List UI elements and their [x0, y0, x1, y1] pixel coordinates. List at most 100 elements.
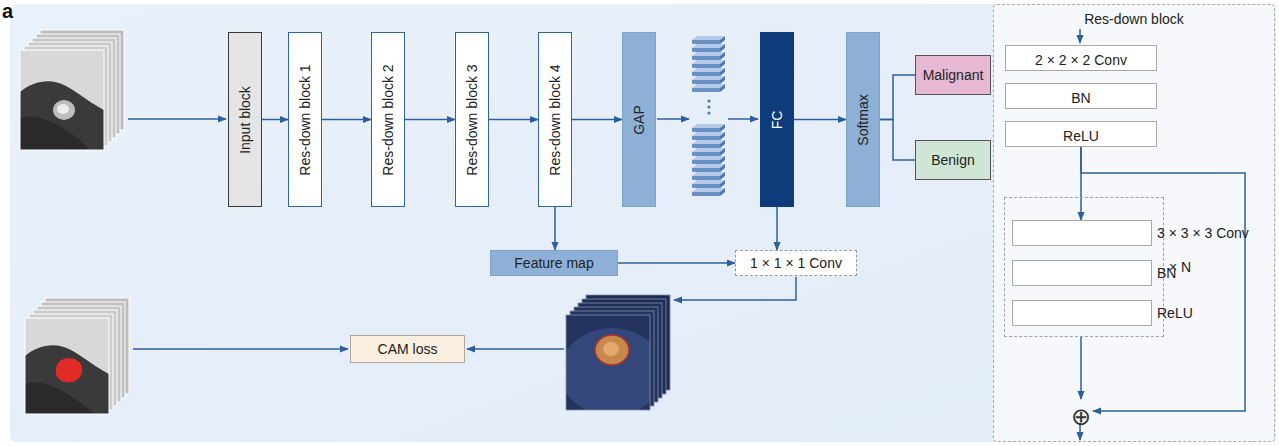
feature-vector-stack [692, 44, 725, 52]
node-label: Input block [237, 86, 253, 154]
title-arrow [1079, 29, 1081, 43]
feature-vector-stack [707, 111, 710, 114]
feature-vector-stack [707, 99, 710, 102]
node-label: Res-down block [994, 11, 1274, 27]
feature-vector-stack [692, 52, 725, 60]
loss-box: CAM loss [350, 335, 465, 363]
res-down-block: Res-down block 1 [288, 32, 322, 207]
feature-vector-stack [692, 76, 725, 84]
feature-vector-stack [692, 164, 725, 172]
node-label: ReLU [1006, 128, 1156, 144]
node-label: ⊕ [1069, 405, 1093, 429]
node-label: Softmax [855, 94, 871, 145]
layer-box: BN [1005, 83, 1157, 109]
softmax-layer: Softmax [846, 32, 880, 207]
feature-vector-stack [692, 148, 725, 156]
connector-arrow [572, 119, 622, 121]
feature-vector-stack [692, 188, 725, 196]
feature-vector-stack [692, 68, 725, 76]
mask-arrow [133, 348, 348, 350]
ct-input-stack [20, 50, 104, 150]
detail-panel: Res-down block2 × 2 × 2 ConvBNReLU× N3 ×… [993, 4, 1275, 442]
connector-arrow [794, 119, 846, 121]
conv-box: 1 × 1 × 1 Conv [735, 250, 857, 276]
connector-arrow [880, 75, 915, 120]
res-down-block: Res-down block 4 [538, 32, 572, 207]
node-label: GAP [631, 105, 647, 135]
feature-vector-stack [707, 105, 710, 108]
node-label: Res-down block 2 [380, 64, 396, 175]
gap-arrow [657, 118, 689, 120]
cam-map-stack [595, 335, 629, 365]
mask-stack [25, 318, 109, 414]
connector-arrow [1080, 337, 1082, 399]
feature-vector-stack [692, 36, 725, 196]
cam-arrow [674, 277, 796, 300]
panel-letter: a [2, 0, 13, 23]
node-label: Malignant [923, 67, 984, 83]
class-box: Malignant [915, 55, 991, 95]
connector-arrow [618, 262, 735, 264]
connector-arrow [322, 119, 371, 121]
ct-input-stack [20, 50, 104, 150]
ct-input-stack [57, 104, 69, 114]
cam-map-stack [603, 342, 619, 356]
input-arrow [128, 118, 226, 120]
cam-to-loss-arrow [467, 348, 564, 350]
connector-arrow [776, 207, 778, 250]
layer-box: 2 × 2 × 2 Conv [1005, 45, 1157, 71]
feature-vector-stack [692, 132, 725, 140]
background-panel [10, 4, 1276, 442]
node-label: Res-down block 4 [547, 64, 563, 175]
ct-input-stack [20, 50, 104, 150]
feature-vector-stack [692, 60, 725, 68]
mask-stack [25, 318, 109, 414]
pooling-layer: GAP [622, 32, 656, 207]
detail-panel-ground [993, 4, 1275, 442]
ct-input-stack [53, 100, 75, 120]
ct-input-stack [20, 117, 90, 150]
cam-map-stack [566, 315, 650, 410]
connector-arrow [489, 119, 538, 121]
class-box: Benign [915, 140, 991, 180]
ct-input-stack [20, 30, 124, 150]
layer-box: 3 × 3 × 3 Conv [1012, 220, 1152, 246]
connector-arrow [880, 120, 915, 161]
layer-box: BN [1012, 260, 1152, 286]
node-label: FC [769, 110, 785, 129]
layer-box: ReLU [1005, 121, 1157, 147]
feature-vector-stack [692, 140, 725, 148]
sum-node: ⊕ [1069, 399, 1093, 423]
node-label: 1 × 1 × 1 Conv [750, 255, 842, 271]
ct-input-stack [20, 81, 104, 150]
connector-arrow [405, 119, 455, 121]
mask-stack [25, 383, 95, 414]
node-label: 2 × 2 × 2 Conv [1006, 52, 1156, 68]
vector-arrow [728, 118, 758, 120]
node-label: Feature map [514, 255, 593, 271]
feature-map-box: Feature map [490, 250, 618, 276]
connector-arrow [554, 207, 556, 250]
feature-vector-stack [692, 84, 725, 92]
repeat-group: × N3 × 3 × 3 ConvBNReLU [1004, 197, 1164, 337]
feature-vector-stack [692, 36, 725, 44]
feature-vector-stack [692, 172, 725, 180]
dense-layer: FC [760, 32, 794, 207]
feature-vector-stack [692, 180, 725, 188]
feature-vector-stack [692, 156, 725, 164]
mask-stack [25, 298, 129, 414]
mask-stack [25, 345, 109, 414]
res-down-block: Res-down block 3 [455, 32, 489, 207]
layer-box: ReLU [1012, 300, 1152, 326]
mask-stack [25, 318, 109, 414]
res-down-block: Res-down block 2 [371, 32, 405, 207]
node-label: Res-down block 3 [464, 64, 480, 175]
node-label: CAM loss [378, 341, 438, 357]
feature-vector-stack [692, 124, 725, 132]
cam-map-stack [566, 328, 650, 410]
cam-map-stack [560, 295, 670, 416]
node-label: BN [1006, 90, 1156, 106]
node-label: Benign [931, 152, 975, 168]
